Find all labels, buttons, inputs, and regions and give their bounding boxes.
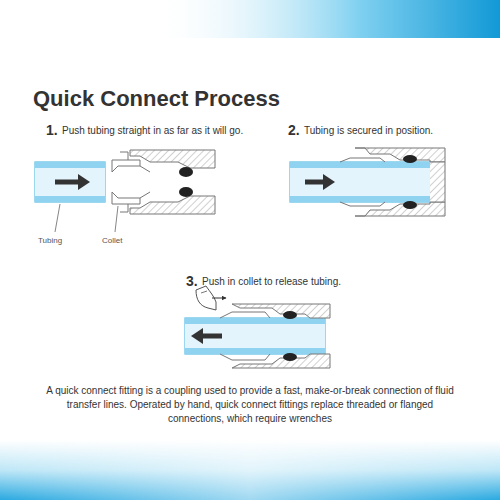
top-band [150, 0, 500, 38]
part-label: Tubing [38, 236, 62, 245]
caption: A quick connect fitting is a coupling us… [38, 384, 462, 426]
step-text: Push tubing straight in as far as it wil… [62, 125, 243, 136]
step-number: 2. [288, 122, 300, 138]
figure-one [35, 150, 215, 232]
step-number: 3. [186, 273, 198, 289]
part-label: Collet [102, 236, 122, 245]
figure-three [185, 286, 330, 368]
step-number: 1. [46, 122, 58, 138]
bottom-band [0, 440, 500, 500]
step-text: Tubing is secured in position. [304, 125, 433, 136]
figure-two [290, 148, 445, 216]
bottom-band-fade [0, 440, 500, 500]
title: Quick Connect Process [33, 86, 280, 112]
step-text: Push in collet to release tubing. [202, 276, 341, 287]
